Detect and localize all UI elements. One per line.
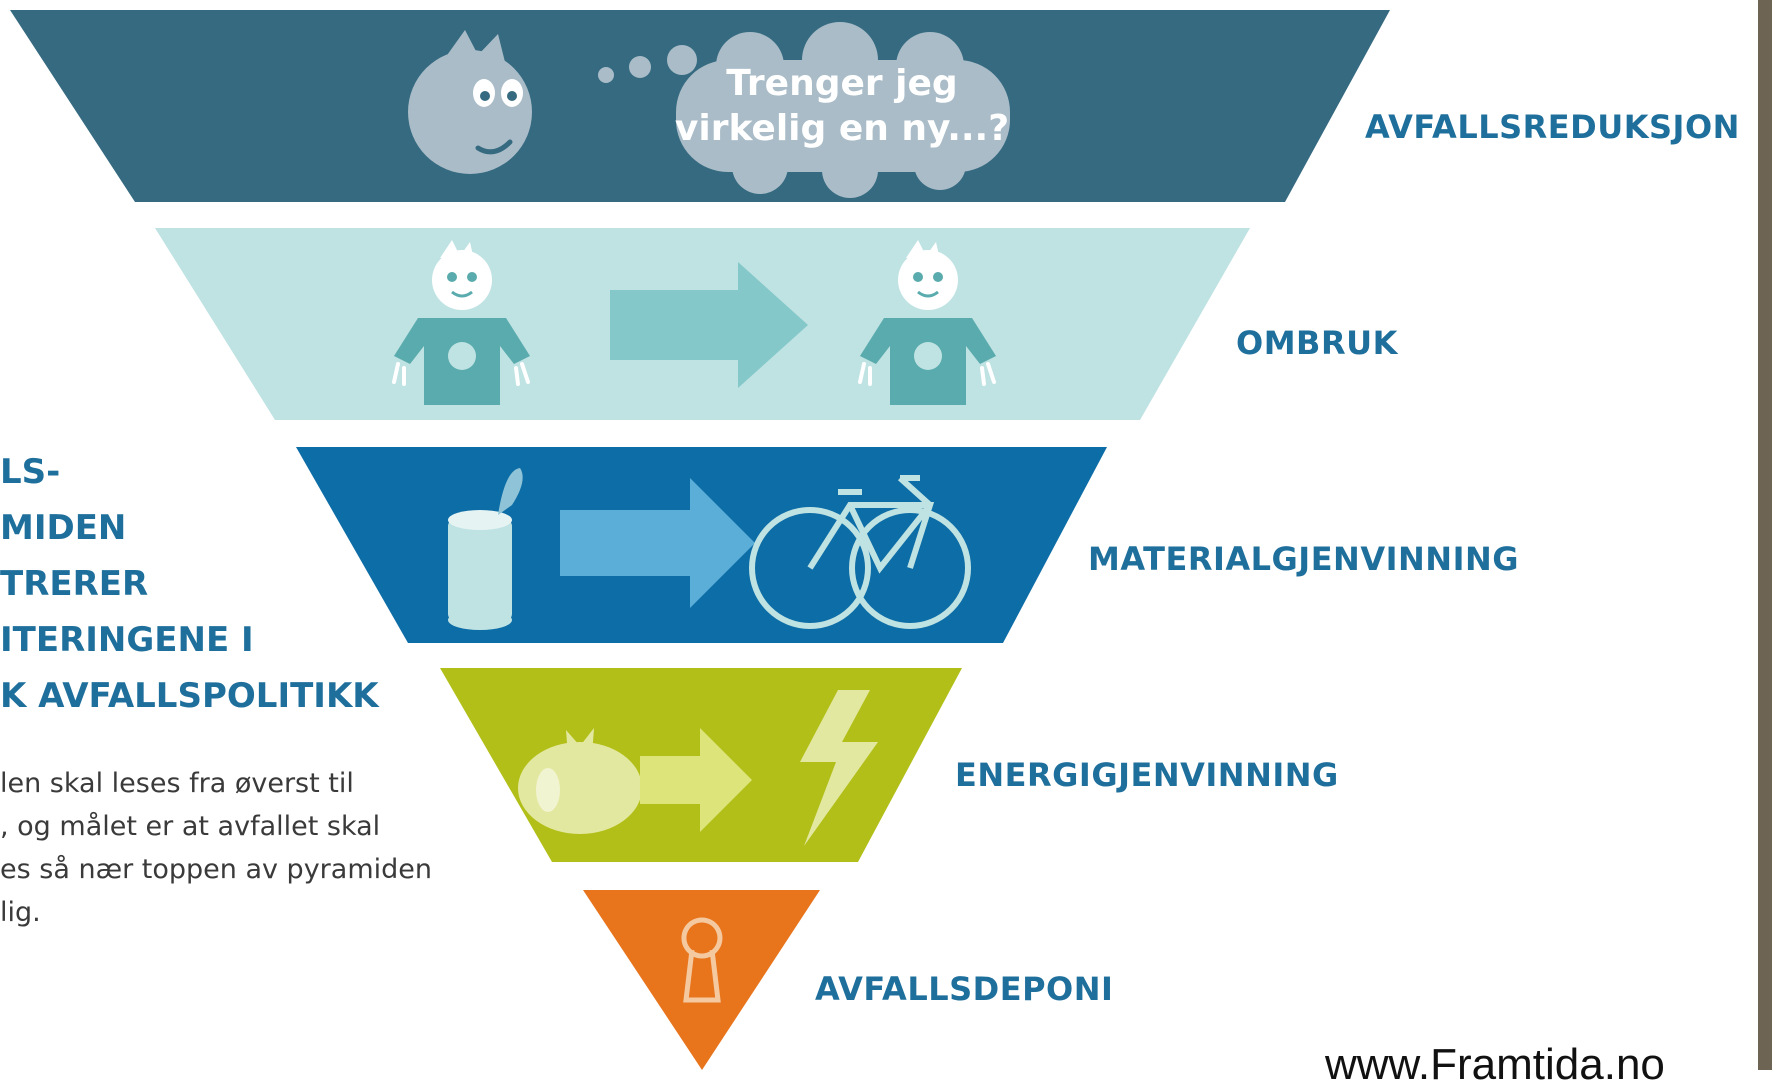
intro-body: len skal leses fra øverst til , og målet…	[0, 762, 432, 934]
energy-arrow-icon	[640, 728, 752, 832]
can-icon	[448, 468, 523, 630]
intro-body-line: , og målet er at avfallet skal	[0, 811, 381, 842]
reuse-arrow-icon	[610, 262, 808, 388]
intro-body-line: lig.	[0, 897, 41, 928]
keyhole-icon	[681, 917, 723, 1003]
intro-heading-line: LS-	[0, 452, 61, 492]
level-label-ombruk: OMBRUK	[1236, 324, 1398, 362]
face-thinking-icon	[408, 30, 532, 174]
bubble-line-2: virkelig en ny...?	[675, 108, 1009, 149]
bag-icon	[518, 728, 642, 834]
level-landfill-band	[583, 890, 820, 1070]
intro-heading: LS- MIDEN TRERER ITERINGENE I K AVFALLSP…	[0, 444, 379, 724]
intro-heading-line: MIDEN	[0, 508, 127, 548]
intro-body-line: es så nær toppen av pyramiden	[0, 854, 432, 885]
tshirt-left-icon	[392, 240, 530, 405]
intro-heading-line: TRERER	[0, 564, 149, 604]
lightning-icon	[800, 690, 878, 846]
intro-heading-line: K AVFALLSPOLITIKK	[0, 676, 379, 716]
material-arrow-icon	[560, 478, 755, 608]
level-label-avfallsreduksjon: AVFALLSREDUKSJON	[1365, 108, 1740, 146]
level-label-avfallsdeponi: AVFALLSDEPONI	[815, 970, 1114, 1008]
tshirt-right-icon	[858, 240, 996, 405]
bicycle-icon	[749, 475, 971, 629]
right-edge-strip	[1758, 0, 1772, 1070]
intro-body-line: len skal leses fra øverst til	[0, 768, 354, 799]
bubble-line-1: Trenger jeg	[726, 63, 957, 104]
source-credit: www.Framtida.no	[1325, 1040, 1665, 1089]
intro-heading-line: ITERINGENE I	[0, 620, 254, 660]
level-label-materialgjenvinning: MATERIALGJENVINNING	[1088, 540, 1520, 578]
level-label-energigjenvinning: ENERGIGJENVINNING	[955, 756, 1339, 794]
thought-bubble-icon: Trenger jeg virkelig en ny...?	[598, 22, 1010, 198]
